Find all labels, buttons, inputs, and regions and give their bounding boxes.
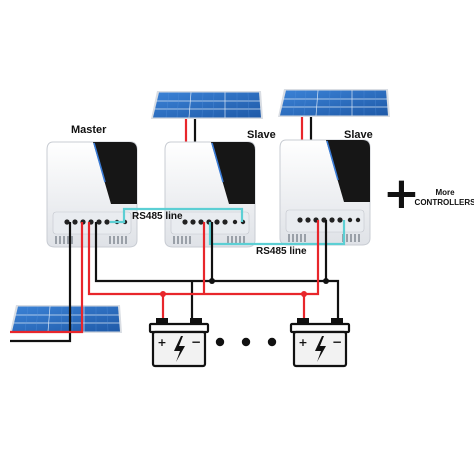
rs485-label: RS485 line bbox=[256, 246, 307, 257]
solar-panel-icon bbox=[150, 90, 264, 120]
battery-icon bbox=[289, 316, 351, 368]
battery-icon bbox=[148, 316, 210, 368]
plus-icon: + bbox=[383, 168, 420, 219]
more-label: More bbox=[435, 188, 455, 197]
controllers-label: CONTROLLERS bbox=[414, 198, 474, 207]
charge-controller-icon bbox=[46, 141, 138, 248]
wire-junction-dots bbox=[160, 278, 329, 297]
battery-wires bbox=[10, 220, 340, 343]
rs485-line bbox=[110, 207, 346, 246]
solar-panel-icon bbox=[9, 304, 123, 334]
master-label: Master bbox=[71, 124, 107, 136]
more-controllers-label: More CONTROLLERS bbox=[414, 188, 474, 208]
slave-label: Slave bbox=[247, 129, 276, 141]
battery-ellipsis bbox=[215, 337, 277, 347]
slave-label: Slave bbox=[344, 129, 373, 141]
rs485-label: RS485 line bbox=[132, 211, 183, 222]
solar-panel-icon bbox=[277, 88, 391, 118]
